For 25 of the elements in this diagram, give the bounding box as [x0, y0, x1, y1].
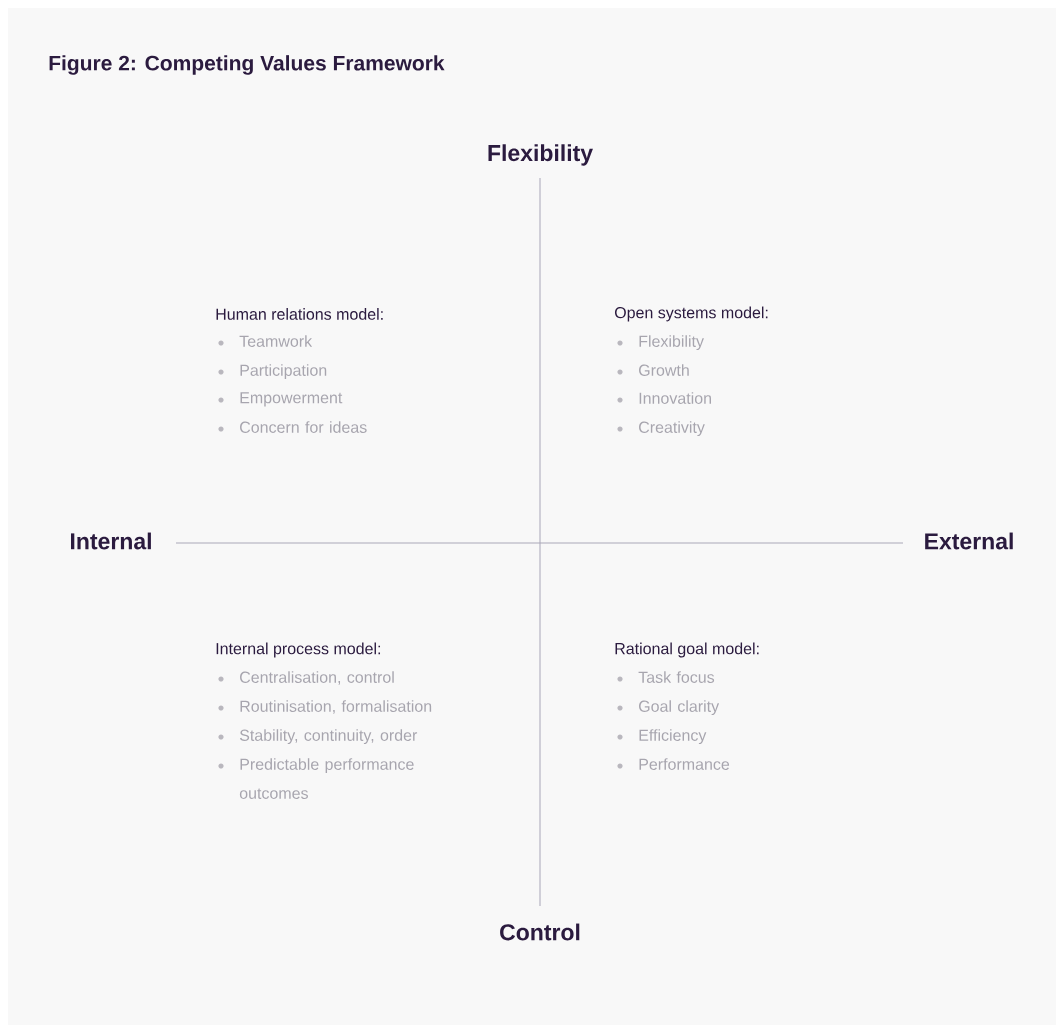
axis-label: Control — [500, 923, 580, 941]
bullet-item: Teamwork — [218, 335, 313, 347]
axis-label: External — [925, 532, 1013, 550]
quadrant-heading: Open systems model: — [614, 306, 768, 322]
bullet-item: Participation — [218, 364, 327, 380]
bullet-item: Performance — [617, 758, 730, 770]
axis-label: Flexibility — [488, 144, 593, 166]
bullet-item: Growth — [617, 364, 689, 376]
quadrant-heading: Human relations model: — [216, 308, 383, 320]
figure-title: Figure 2: Competing Values Framework — [49, 55, 445, 75]
quadrant-heading: Rational goal model: — [615, 642, 759, 658]
bullet-item: Goal clarity — [617, 700, 720, 716]
bullet-item: Stability, continuity, order — [218, 729, 418, 745]
bullet-item: Innovation — [617, 392, 711, 404]
quadrant-heading: Internal process model: — [216, 642, 380, 658]
bullet-item: Predictable performance outcomes — [218, 758, 414, 799]
bullet-item: Empowerment — [218, 392, 343, 407]
bullet-item: Concern for ideas — [218, 421, 367, 433]
axis-label: Internal — [71, 532, 151, 550]
bullet-item: Creativity — [617, 421, 705, 437]
bullet-item: Efficiency — [617, 729, 707, 745]
bullet-item: Flexibility — [617, 335, 704, 351]
bullet-item: Routinisation, formalisation — [218, 700, 432, 714]
bullet-item: Centralisation, control — [218, 671, 394, 685]
bullet-item: Task focus — [617, 671, 715, 683]
